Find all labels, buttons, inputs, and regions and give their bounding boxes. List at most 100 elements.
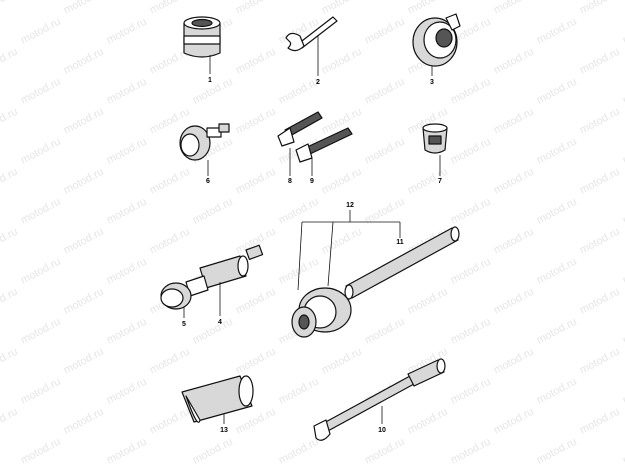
callout-9: 9 [310,178,314,185]
watermark-text: motod.ru [0,0,20,17]
watermark-text: motod.ru [578,346,622,377]
watermark-text: motod.ru [578,0,622,17]
watermark-text: motod.ru [363,76,407,107]
watermark-text: motod.ru [406,406,450,437]
part-8-pliers [277,111,323,176]
watermark-text: motod.ru [148,0,192,17]
watermark-text: motod.ru [449,316,493,347]
callout-1: 1 [208,77,212,84]
watermark-text: motod.ru [105,196,149,227]
watermark-text: motod.ru [449,376,493,407]
watermark-text: motod.ru [535,316,579,347]
watermark-text: motod.ru [621,256,625,287]
watermark-text: motod.ru [406,0,450,17]
watermark-text: motod.ru [621,316,625,347]
part-11-rod [344,222,460,300]
callout-5: 5 [182,321,186,328]
watermark-text: motod.ru [277,436,321,467]
watermark-text: motod.ru [621,136,625,167]
watermark-text: motod.ru [492,286,536,317]
part-4-shaft-tool [185,244,264,316]
watermark-text: motod.ru [62,166,106,197]
watermark-text: motod.ru [578,226,622,257]
watermark-text: motod.ru [277,76,321,107]
part-1-socket [183,16,221,74]
callout-7: 7 [438,178,442,185]
watermark-text: motod.ru [535,196,579,227]
watermark-text: motod.ru [0,166,20,197]
part-10-long-shaft [313,358,446,441]
watermark-text: motod.ru [320,166,364,197]
watermark-text: motod.ru [19,316,63,347]
watermark-text: motod.ru [148,226,192,257]
watermark-text: motod.ru [19,376,63,407]
watermark-text: motod.ru [148,406,192,437]
watermark-text: motod.ru [105,136,149,167]
watermark-text: motod.ru [449,76,493,107]
watermark-text: motod.ru [62,0,106,17]
watermark-text: motod.ru [0,286,20,317]
watermark-text: motod.ru [62,346,106,377]
watermark-text: motod.ru [320,0,364,17]
part-12-hub-tool [291,287,352,338]
watermark-text: motod.ru [19,196,63,227]
watermark-text: motod.ru [0,226,20,257]
watermark-text: motod.ru [234,106,278,137]
watermark-text: motod.ru [449,196,493,227]
watermark-text: motod.ru [234,46,278,77]
watermark-text: motod.ru [363,136,407,167]
callout-6: 6 [206,178,210,185]
watermark-text: motod.ru [492,346,536,377]
watermark-text: motod.ru [105,436,149,467]
watermark-text: motod.ru [0,346,20,377]
watermark-text: motod.ru [105,256,149,287]
watermark-text: motod.ru [363,436,407,467]
watermark-text: motod.ru [492,406,536,437]
watermark-text: motod.ru [492,0,536,17]
watermark-text: motod.ru [363,16,407,47]
watermark-text: motod.ru [449,436,493,467]
watermark-text: motod.ru [535,376,579,407]
watermark-text: motod.ru [105,316,149,347]
watermark-text: motod.ru [148,346,192,377]
watermark-text: motod.ru [621,76,625,107]
watermark-text: motod.ru [578,286,622,317]
watermark-text: motod.ru [578,406,622,437]
watermark-text: motod.ru [234,0,278,17]
callout-10: 10 [378,427,386,434]
watermark-text: motod.ru [449,136,493,167]
watermark-text: motod.ru [363,316,407,347]
part-13-sleeve [181,375,254,424]
watermark-text: motod.ru [234,406,278,437]
part-9-pliers [295,127,353,176]
watermark-text: motod.ru [578,106,622,137]
watermark-text: motod.ru [406,166,450,197]
watermark-text: motod.ru [19,136,63,167]
watermark-text: motod.ru [621,376,625,407]
watermark-text: motod.ru [320,46,364,77]
watermark-text: motod.ru [191,436,235,467]
watermark-text: motod.ru [621,436,625,467]
watermark-text: motod.ru [621,196,625,227]
part-12-bracket [297,210,400,291]
watermark-text: motod.ru [148,166,192,197]
watermark-text: motod.ru [62,226,106,257]
watermark-text: motod.ru [19,76,63,107]
watermark-text: motod.ru [234,286,278,317]
watermark-text: motod.ru [0,106,20,137]
part-6-puller [179,123,230,176]
watermark-text: motod.ru [535,136,579,167]
watermark-text: motod.ru [105,376,149,407]
callout-2: 2 [316,79,320,86]
watermark-text: motod.ru [449,256,493,287]
watermark-text: motod.ru [621,16,625,47]
watermark-text: motod.ru [277,376,321,407]
watermark-text: motod.ru [406,286,450,317]
watermark-text: motod.ru [492,226,536,257]
watermark-text: motod.ru [320,226,364,257]
watermark-text: motod.ru [535,16,579,47]
watermark-text: motod.ru [578,166,622,197]
part-7-small-socket [422,123,448,176]
